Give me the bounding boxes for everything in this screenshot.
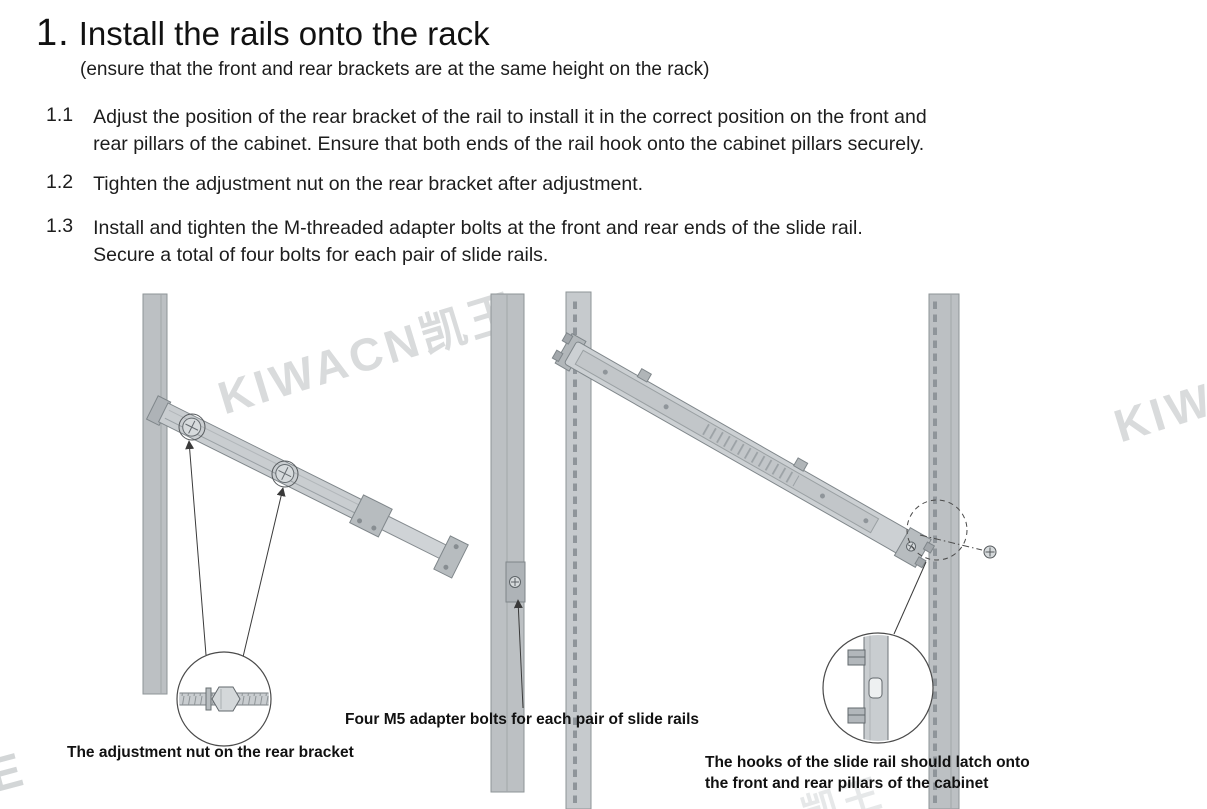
- step-1-2-number: 1.2: [46, 171, 74, 193]
- leader-line-bolts: [513, 599, 524, 709]
- step-1-2: 1.2 Tighten the adjustment nut on the re…: [46, 171, 1153, 198]
- bolt-axis-dashed-line: [919, 534, 983, 551]
- step-1-3: 1.3 Install and tighten the M-threaded a…: [46, 215, 1153, 269]
- caption-adjustment-nut: The adjustment nut on the rear bracket: [67, 744, 354, 761]
- leader-line-nut-1: [185, 440, 207, 656]
- section-title-text: Install the rails onto the rack: [78, 15, 490, 52]
- step-1-3-text: Install and tighten the M-threaded adapt…: [93, 217, 863, 266]
- magnifier-hooks: [822, 632, 934, 744]
- screw-callout-ring-2: [271, 460, 299, 488]
- caption-adapter-bolts: Four M5 adapter bolts for each pair of s…: [345, 711, 699, 728]
- leader-line-nut-2: [242, 487, 286, 658]
- adjustment-screw-2: [275, 464, 295, 484]
- caption-hooks: The hooks of the slide rail should latch…: [705, 754, 1030, 792]
- rail-tab-1: [636, 368, 653, 383]
- slide-rail: [551, 332, 936, 569]
- bracket-slot: [868, 677, 883, 699]
- section-number: 1.: [36, 12, 70, 54]
- front-bracket: [433, 535, 469, 579]
- hex-nut: [211, 686, 241, 712]
- step-1-3-number: 1.3: [46, 215, 74, 237]
- step-1-2-text: Tighten the adjustment nut on the rear b…: [93, 173, 644, 195]
- rack-pillar-center: [490, 293, 525, 793]
- section-subtitle: (ensure that the front and rear brackets…: [80, 59, 710, 80]
- section-title: 1. Install the rails onto the rack: [36, 12, 490, 55]
- rack-pillar-right: [928, 293, 960, 809]
- adjustment-screw-1: [182, 417, 202, 437]
- step-1-1-text: Adjust the position of the rear bracket …: [93, 106, 927, 155]
- magnifier-adjustment-nut: [176, 651, 272, 747]
- front-attach-bracket: [505, 561, 526, 603]
- screw-callout-ring-1: [178, 413, 206, 441]
- ball-bearing-slots: [697, 421, 800, 487]
- detail-dashed-circle: [906, 499, 968, 561]
- washer: [205, 687, 212, 711]
- step-1-1-number: 1.1: [46, 104, 74, 126]
- rear-bracket-rail: [145, 395, 469, 579]
- m5-bolt-icon: [983, 545, 997, 559]
- rack-mounting-strip: [565, 291, 592, 809]
- leader-line-hooks: [893, 561, 927, 635]
- rack-pillar-left: [142, 293, 168, 695]
- rail-tab-2: [792, 457, 809, 472]
- m5-bolt-front-icon: [509, 576, 521, 588]
- step-1-1: 1.1 Adjust the position of the rear brac…: [46, 104, 1153, 158]
